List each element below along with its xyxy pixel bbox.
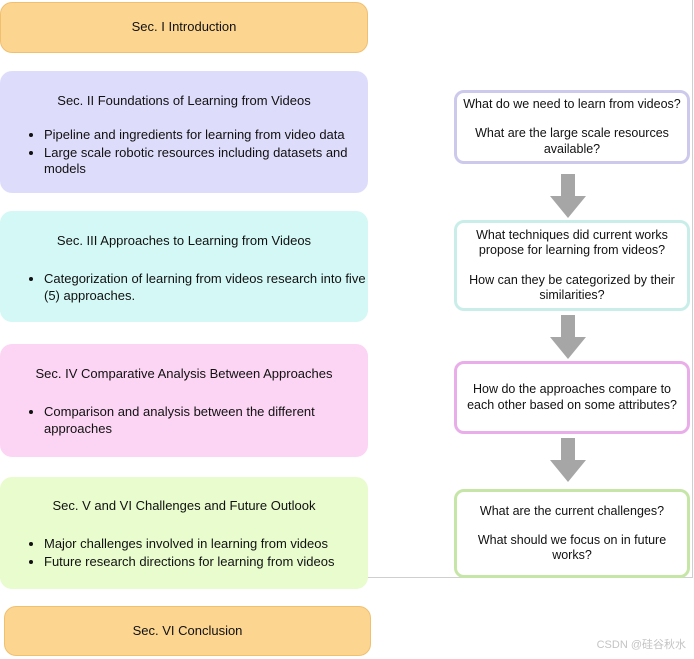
- down-arrow-icon: [550, 315, 586, 359]
- section-title: Sec. V and VI Challenges and Future Outl…: [52, 498, 316, 513]
- section-foundations: Sec. II Foundations of Learning from Vid…: [0, 71, 368, 193]
- bullet-item: Categorization of learning from videos r…: [44, 271, 368, 304]
- question-text: How can they be categorized by their sim…: [469, 272, 675, 302]
- question-box-4: What are the current challenges? What sh…: [454, 489, 690, 578]
- section-introduction: Sec. I Introduction: [0, 2, 368, 53]
- section-conclusion: Sec. VI Conclusion: [4, 606, 371, 656]
- bullet-item: Future research directions for learning …: [44, 554, 368, 570]
- section-title: Sec. II Foundations of Learning from Vid…: [57, 93, 311, 108]
- watermark: CSDN @硅谷秋水: [596, 639, 686, 651]
- section-approaches: Sec. III Approaches to Learning from Vid…: [0, 211, 368, 322]
- question-text: What are the current challenges?: [479, 503, 665, 518]
- section-challenges: Sec. V and VI Challenges and Future Outl…: [0, 477, 368, 589]
- bullet-list: Pipeline and ingredients for learning fr…: [0, 127, 368, 177]
- bullet-item: Comparison and analysis between the diff…: [44, 404, 368, 437]
- bullet-list: Categorization of learning from videos r…: [0, 271, 368, 304]
- question-box-1: What do we need to learn from videos? Wh…: [454, 90, 690, 164]
- section-title: Sec. III Approaches to Learning from Vid…: [56, 233, 312, 248]
- question-text: What should we focus on in future works?: [477, 532, 667, 563]
- bullet-item: Pipeline and ingredients for learning fr…: [44, 127, 368, 143]
- section-comparative-analysis: Sec. IV Comparative Analysis Between App…: [0, 344, 368, 457]
- question-text: How do the approaches compare to each ot…: [467, 382, 677, 412]
- question-box-2: What techniques did current works propos…: [454, 220, 690, 311]
- down-arrow-icon: [550, 174, 586, 218]
- question-text: What are the large scale resources avail…: [475, 126, 669, 156]
- bullet-item: Major challenges involved in learning fr…: [44, 536, 368, 552]
- question-text: What do we need to learn from videos?: [463, 97, 681, 112]
- question-text: What techniques did current works propos…: [476, 228, 668, 258]
- down-arrow-icon: [550, 438, 586, 482]
- section-title: Sec. I Introduction: [131, 19, 237, 35]
- section-title: Sec. IV Comparative Analysis Between App…: [35, 366, 333, 381]
- question-box-3: How do the approaches compare to each ot…: [454, 361, 690, 434]
- bullet-list: Comparison and analysis between the diff…: [0, 404, 368, 437]
- section-title: Sec. VI Conclusion: [132, 622, 243, 638]
- bullet-list: Major challenges involved in learning fr…: [0, 536, 368, 570]
- bullet-item: Large scale robotic resources including …: [44, 145, 368, 178]
